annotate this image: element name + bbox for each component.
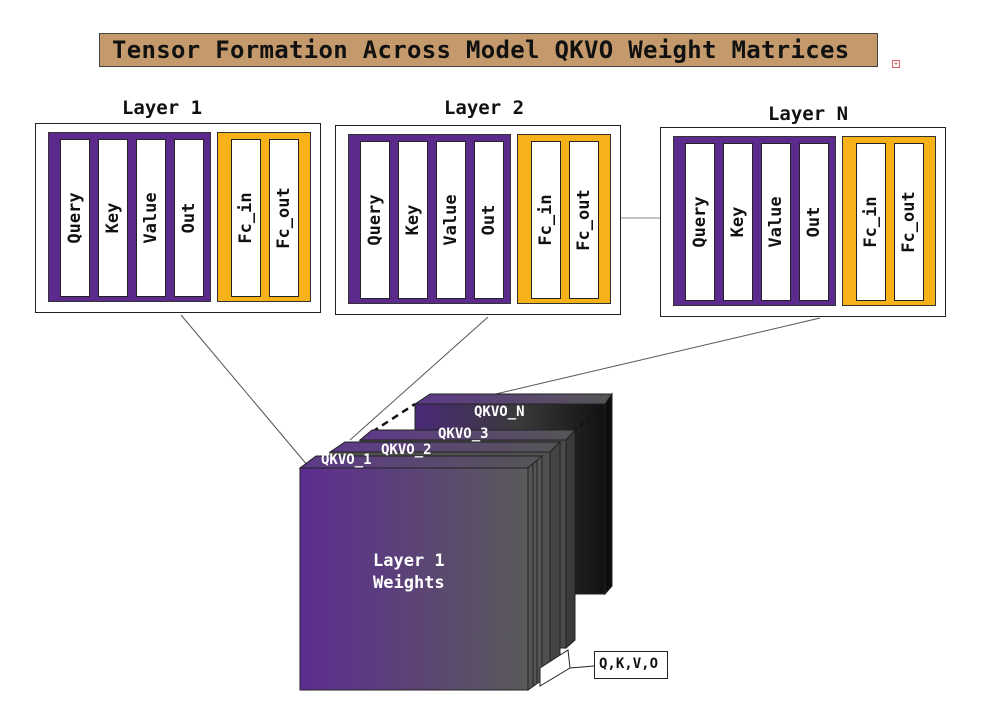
layer-n-value-slot: Value [761, 143, 791, 301]
layer-1-title: Layer 1 [121, 97, 203, 119]
connector-layer-2 [349, 316, 489, 441]
layer-n-box: Query Key Value Out Fc_in Fc_out [660, 127, 946, 317]
layer-1-qkvo-group: Query Key Value Out [48, 132, 211, 302]
slice-qkvo-1 [298, 454, 544, 691]
layer-2-fc-in-slot: Fc_in [531, 141, 561, 299]
layer-1-value-slot: Value [136, 139, 166, 297]
callout-line [569, 665, 595, 669]
layer-1-query-slot: Query [60, 139, 90, 297]
layer-2-fc-out-slot: Fc_out [569, 141, 599, 299]
layer-1-box: Query Key Value Out Fc_in Fc_out [35, 123, 321, 313]
front-slice-label: Layer 1 Weights [373, 551, 445, 593]
layer-n-key-slot: Key [723, 143, 753, 301]
layer-1-fc-in-slot: Fc_in [231, 139, 261, 297]
dashed-link [371, 402, 416, 434]
diagram-title: Tensor Formation Across Model QKVO Weigh… [112, 36, 850, 64]
layer-n-title: Layer N [767, 103, 849, 125]
layer-2-value-slot: Value [436, 141, 466, 299]
dashed-link-right [572, 403, 607, 433]
layer-n-fc-group: Fc_in Fc_out [842, 136, 936, 306]
callout-label: Q,K,V,O [599, 656, 659, 672]
layer-n-fc-out-slot: Fc_out [894, 143, 924, 301]
layer-2-title: Layer 2 [443, 97, 525, 119]
layer-2-query-slot: Query [360, 141, 390, 299]
slice-label-qkvo-1: QKVO_1 [321, 452, 372, 468]
layer-1-key-slot: Key [98, 139, 128, 297]
layer-1-out-slot: Out [174, 139, 204, 297]
layer-2-qkvo-group: Query Key Value Out [348, 134, 511, 304]
layer-n-out-slot: Out [799, 143, 829, 301]
slice-label-qkvo-n: QKVO_N [474, 404, 525, 420]
layer-n-fc-in-slot: Fc_in [856, 143, 886, 301]
connector-layer-1 [180, 314, 309, 467]
layer-2-fc-group: Fc_in Fc_out [517, 134, 611, 304]
slice-label-qkvo-3: QKVO_3 [438, 426, 489, 442]
slice-label-qkvo-2: QKVO_2 [381, 442, 432, 458]
layer-2-out-slot: Out [474, 141, 504, 299]
callout-box: Q,K,V,O [594, 651, 668, 679]
layer-1-fc-out-slot: Fc_out [269, 139, 299, 297]
layer-1-fc-group: Fc_in Fc_out [217, 132, 311, 302]
expand-marker-icon[interactable]: + [892, 59, 900, 68]
layer-n-qkvo-group: Query Key Value Out [673, 136, 836, 306]
title-banner: Tensor Formation Across Model QKVO Weigh… [99, 33, 878, 67]
layer-2-key-slot: Key [398, 141, 428, 299]
layer-2-box: Query Key Value Out Fc_in Fc_out [335, 125, 621, 315]
connector-layer-n [469, 317, 821, 401]
layer-n-query-slot: Query [685, 143, 715, 301]
